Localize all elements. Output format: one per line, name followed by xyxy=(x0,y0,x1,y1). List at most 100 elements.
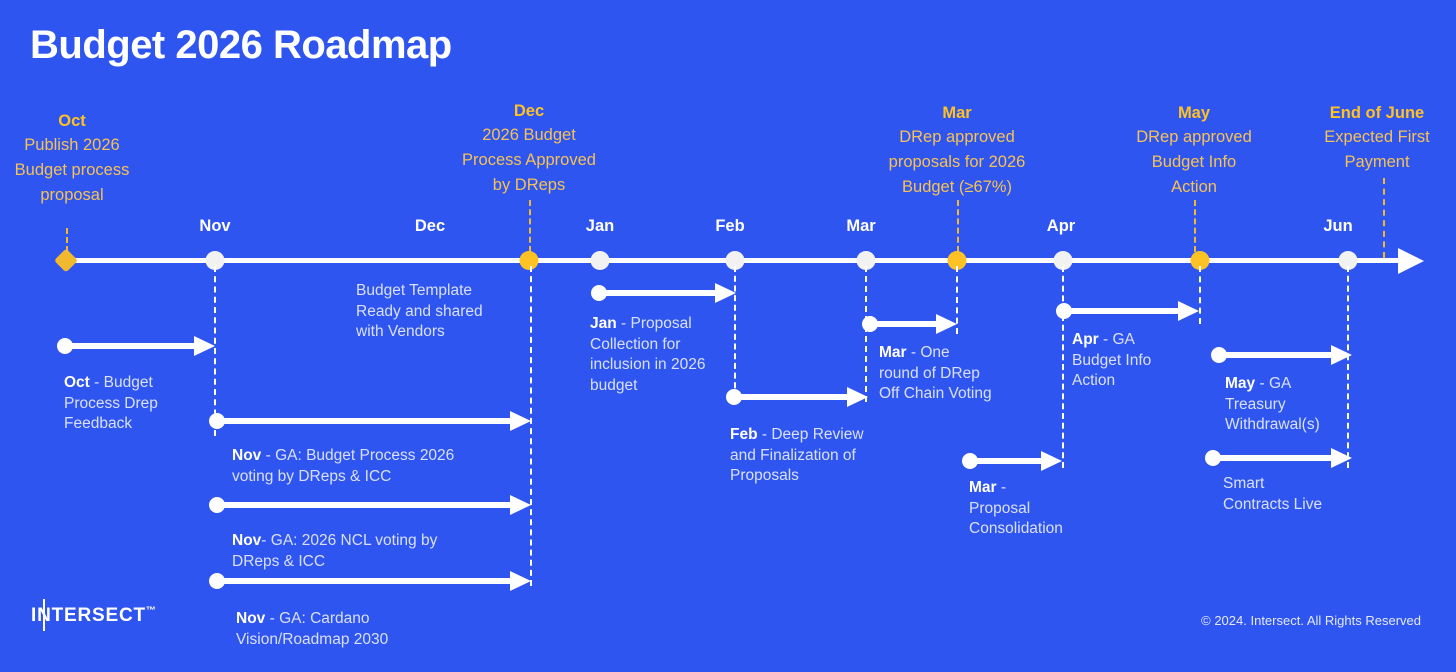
timeline-marker-mar-milestone[interactable] xyxy=(947,251,967,270)
task-month: Apr xyxy=(1072,331,1099,348)
guide-jan xyxy=(734,266,736,398)
task-text-line: Proposal xyxy=(969,499,1031,517)
task-label-mar-off-chain-voting: Mar - One round of DRep Off Chain Voting xyxy=(879,343,1029,405)
timeline-marker-nov[interactable] xyxy=(205,251,225,270)
timeline-marker-may-milestone[interactable] xyxy=(1190,251,1210,270)
milestone-connector-mar xyxy=(957,200,959,252)
guide-mar-milestone xyxy=(956,266,958,334)
task-arrowhead xyxy=(510,571,531,591)
milestone-line: proposal xyxy=(40,186,104,204)
task-month: Nov xyxy=(236,610,266,627)
task-text-line: round of DRep xyxy=(879,364,980,382)
task-shaft xyxy=(1219,352,1335,358)
task-text-line: and Finalization of xyxy=(730,446,856,464)
task-label-oct-feedback: Oct - Budget Process Drep Feedback xyxy=(64,373,214,435)
task-separator: - xyxy=(757,426,772,443)
axis-month-jun: Jun xyxy=(1323,217,1353,235)
task-text-line: Consolidation xyxy=(969,520,1063,537)
page-title: Budget 2026 Roadmap xyxy=(30,23,452,67)
milestone-line: proposals for 2026 xyxy=(888,153,1026,171)
task-arrowhead xyxy=(510,411,531,431)
task-separator: - xyxy=(1255,375,1269,392)
task-month: Jan xyxy=(590,315,617,332)
timeline-marker-dec[interactable] xyxy=(519,251,539,270)
task-arrow-feb-deep-review xyxy=(726,387,868,407)
milestone-callout-dec: Dec 2026 Budget Process Approved by DRep… xyxy=(429,99,629,198)
axis-month-nov: Nov xyxy=(199,217,231,235)
timeline-marker-oct-diamond[interactable] xyxy=(53,248,79,273)
milestone-line: Budget process xyxy=(14,161,130,179)
milestone-line: Action xyxy=(1171,178,1217,196)
axis-month-mar: Mar xyxy=(846,217,876,235)
task-arrow-mar-off-chain-voting xyxy=(862,314,957,334)
task-text-line: voting by DReps & ICC xyxy=(232,467,392,485)
task-label-jan-proposal-collection: Jan - Proposal Collection for inclusion … xyxy=(590,314,735,396)
task-arrow-smart-contracts-live xyxy=(1205,448,1352,468)
axis-month-apr: Apr xyxy=(1046,217,1076,235)
task-text-line: GA xyxy=(1112,331,1135,348)
timeline-marker-feb[interactable] xyxy=(725,251,745,270)
timeline-marker-jun[interactable] xyxy=(1338,251,1358,270)
task-arrow-may-treasury-withdrawals xyxy=(1211,345,1352,365)
task-shaft xyxy=(217,502,514,508)
task-text-line: Vision/Roadmap 2030 xyxy=(236,630,389,648)
milestone-line: Expected First xyxy=(1324,128,1430,146)
milestone-line: DRep approved xyxy=(1136,128,1252,146)
task-separator: - xyxy=(906,344,921,361)
task-label-nov-budget-process-voting: Nov - GA: Budget Process 2026 voting by … xyxy=(232,446,502,487)
task-shaft xyxy=(217,578,514,584)
milestone-month-label: Mar xyxy=(942,104,972,122)
task-text-line: GA xyxy=(1268,375,1292,392)
task-separator: - xyxy=(616,315,631,332)
task-arrow-nov-budget-process-voting xyxy=(209,411,531,431)
task-text-line: Off Chain Voting xyxy=(879,385,992,402)
task-arrow-nov-cardano-vision xyxy=(209,571,531,591)
logo-wordmark: NTERSECT xyxy=(37,605,146,626)
task-label-smart-contracts-live: Smart Contracts Live xyxy=(1223,474,1393,515)
milestone-month-label: End of June xyxy=(1329,104,1425,122)
task-shaft xyxy=(734,394,851,400)
timeline-marker-mar[interactable] xyxy=(856,251,876,270)
task-text-line: inclusion in 2026 xyxy=(590,356,706,373)
task-text-line: Ready and shared xyxy=(356,302,483,320)
guide-jun xyxy=(1347,266,1349,468)
guide-mar xyxy=(865,266,867,402)
task-arrowhead xyxy=(936,314,957,334)
task-text-line: Budget Template xyxy=(356,282,473,299)
task-text-line: GA: Cardano xyxy=(279,610,370,627)
task-month: Feb xyxy=(730,426,758,443)
milestone-month-label: May xyxy=(1177,104,1211,122)
task-shaft xyxy=(870,321,940,327)
task-month: Nov xyxy=(232,532,262,549)
task-text-line: Contracts Live xyxy=(1223,495,1323,513)
guide-may-milestone xyxy=(1199,266,1201,324)
task-text-line: with Vendors xyxy=(356,323,445,340)
logo-trademark-icon: ™ xyxy=(145,605,157,617)
task-arrow-mar-proposal-consolidation xyxy=(962,451,1062,471)
task-text-line: Collection for xyxy=(590,335,681,353)
milestone-line: Process Approved xyxy=(462,151,596,169)
timeline-marker-apr[interactable] xyxy=(1053,251,1073,270)
task-arrowhead xyxy=(715,283,736,303)
milestone-line: 2026 Budget xyxy=(482,126,576,144)
task-arrow-apr-budget-info-action xyxy=(1056,301,1199,321)
guide-nov xyxy=(214,266,216,436)
task-separator: - xyxy=(1098,331,1113,348)
task-shaft xyxy=(217,418,514,424)
task-text-line: Proposals xyxy=(730,467,799,484)
milestone-callout-oct: Oct Publish 2026 Budget process proposal xyxy=(0,109,172,208)
milestone-line: Payment xyxy=(1344,153,1410,171)
axis-month-jan: Jan xyxy=(585,217,615,235)
milestone-connector-end-of-june xyxy=(1383,178,1385,258)
task-month: Mar xyxy=(969,479,997,496)
timeline-marker-jan[interactable] xyxy=(590,251,610,270)
task-label-mar-proposal-consolidation: Mar - Proposal Consolidation xyxy=(969,478,1119,540)
task-text-line: Process Drep xyxy=(64,394,158,412)
milestone-connector-dec xyxy=(529,200,531,252)
milestone-line: Budget Info xyxy=(1151,153,1237,171)
task-separator: - xyxy=(265,610,280,627)
task-arrowhead xyxy=(194,336,215,356)
task-shaft xyxy=(1064,308,1182,314)
task-month: Nov xyxy=(232,447,262,464)
task-month: May xyxy=(1225,375,1256,392)
